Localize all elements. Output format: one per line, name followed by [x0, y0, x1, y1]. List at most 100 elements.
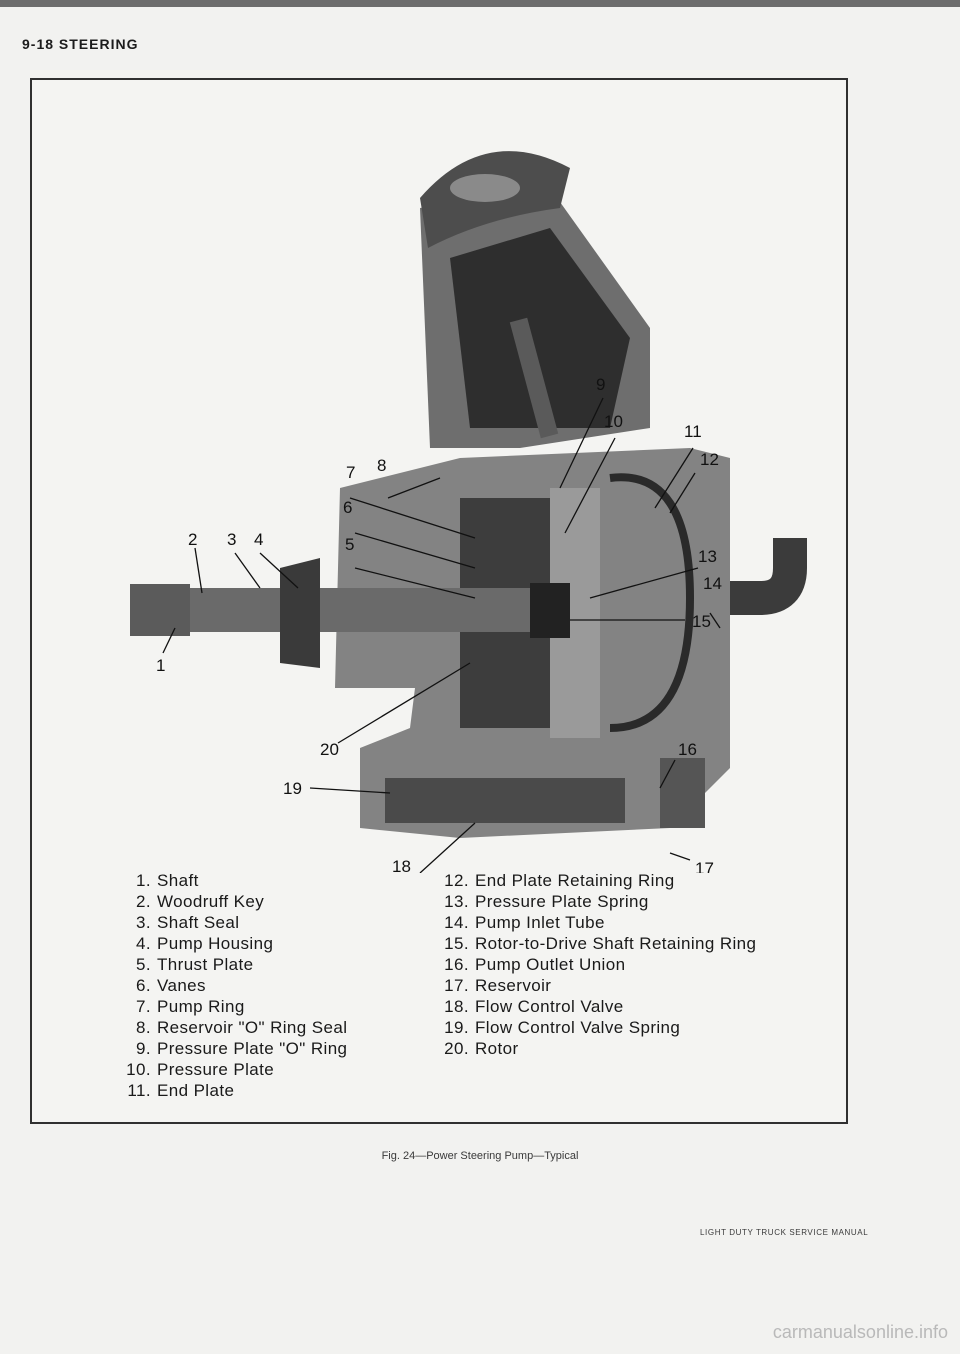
legend-number: 18.: [444, 997, 469, 1016]
legend-item: 14. Pump Inlet Tube: [435, 912, 765, 933]
rotor: [530, 583, 570, 638]
figure-frame: 1 2 3 4 5 6 7 8 9 10 11 12 13 14 15 16 1…: [30, 78, 848, 1124]
callout-4: 4: [254, 530, 263, 549]
legend-number: 2.: [136, 892, 151, 911]
legend-label: Vanes: [157, 976, 206, 995]
callout-15: 15: [692, 612, 711, 631]
page-header: 9-18 STEERING: [22, 36, 139, 52]
callout-3: 3: [227, 530, 236, 549]
legend-label: End Plate Retaining Ring: [475, 871, 675, 890]
flow-control-valve: [385, 778, 625, 823]
legend-item: 7. Pump Ring: [117, 996, 447, 1017]
legend-item: 8. Reservoir "O" Ring Seal: [117, 1017, 447, 1038]
legend-label: Thrust Plate: [157, 955, 254, 974]
legend-item: 20. Rotor: [435, 1038, 765, 1059]
legend-number: 13.: [444, 892, 469, 911]
callout-17: 17: [695, 859, 714, 873]
legend-item: 12. End Plate Retaining Ring: [435, 870, 765, 891]
legend-number: 4.: [136, 934, 151, 953]
top-rule: [0, 0, 960, 7]
legend-label: Rotor-to-Drive Shaft Retaining Ring: [475, 934, 757, 953]
legend-number: 15.: [444, 934, 469, 953]
legend-label: Flow Control Valve Spring: [475, 1018, 681, 1037]
callout-20: 20: [320, 740, 339, 759]
figure-caption: Fig. 24—Power Steering Pump—Typical: [381, 1150, 579, 1162]
callout-10: 10: [604, 412, 623, 431]
shaft: [130, 588, 560, 632]
legend-label: Pressure Plate Spring: [475, 892, 649, 911]
legend-label: Pump Outlet Union: [475, 955, 626, 974]
legend-number: 9.: [136, 1039, 151, 1058]
legend-item: 3. Shaft Seal: [117, 912, 447, 933]
legend-number: 17.: [444, 976, 469, 995]
legend-item: 4. Pump Housing: [117, 933, 447, 954]
legend-number: 1.: [136, 871, 151, 890]
legend-number: 8.: [136, 1018, 151, 1037]
legend-label: Reservoir "O" Ring Seal: [157, 1018, 348, 1037]
legend-number: 16.: [444, 955, 469, 974]
legend-label: Shaft: [157, 871, 199, 890]
legend-number: 12.: [444, 871, 469, 890]
legend-item: 15. Rotor-to-Drive Shaft Retaining Ring: [435, 933, 765, 954]
legend-item: 9. Pressure Plate "O" Ring: [117, 1038, 447, 1059]
callout-14: 14: [703, 574, 722, 593]
legend-label: Pump Ring: [157, 997, 245, 1016]
callout-1: 1: [156, 656, 165, 675]
legend-number: 10.: [126, 1060, 151, 1079]
inlet-tube: [730, 538, 807, 615]
legend-number: 14.: [444, 913, 469, 932]
outlet-union: [660, 758, 705, 828]
legend-label: Rotor: [475, 1039, 519, 1058]
legend-label: Pump Inlet Tube: [475, 913, 605, 932]
legend-item: 16. Pump Outlet Union: [435, 954, 765, 975]
legend-item: 11. End Plate: [117, 1080, 447, 1101]
legend-number: 11.: [127, 1081, 151, 1100]
parts-legend-right: 12. End Plate Retaining Ring 13. Pressure …: [435, 870, 765, 1059]
manual-title: LIGHT DUTY TRUCK SERVICE MANUAL: [700, 1228, 869, 1237]
legend-item: 13. Pressure Plate Spring: [435, 891, 765, 912]
legend-item: 18. Flow Control Valve: [435, 996, 765, 1017]
legend-item: 2. Woodruff Key: [117, 891, 447, 912]
legend-label: End Plate: [157, 1081, 235, 1100]
watermark-link[interactable]: carmanualsonline.info: [772, 1322, 948, 1342]
callout-16: 16: [678, 740, 697, 759]
parts-legend-left: 1. Shaft 2. Woodruff Key 3. Shaft Seal 4. Pu…: [117, 870, 447, 1101]
legend-label: Reservoir: [475, 976, 552, 995]
shaft-threads: [130, 584, 190, 636]
legend-label: Pressure Plate "O" Ring: [157, 1039, 348, 1058]
end-plate: [609, 473, 695, 732]
legend-label: Shaft Seal: [157, 913, 240, 932]
callout-2: 2: [188, 530, 197, 549]
legend-number: 3.: [136, 913, 151, 932]
seal-area: [280, 558, 320, 668]
legend-item: 19. Flow Control Valve Spring: [435, 1017, 765, 1038]
legend-item: 6. Vanes: [117, 975, 447, 996]
filler-tube: [509, 317, 559, 439]
legend-label: Pressure Plate: [157, 1060, 275, 1079]
callout-6: 6: [343, 498, 352, 517]
legend-label: Flow Control Valve: [475, 997, 624, 1016]
legend-item: 10. Pressure Plate: [117, 1059, 447, 1080]
legend-item: 17. Reservoir: [435, 975, 765, 996]
callout-7: 7: [346, 463, 355, 482]
reservoir-interior: [450, 228, 630, 428]
callout-19: 19: [283, 779, 302, 798]
leader-lines: [162, 397, 721, 873]
callout-9: 9: [596, 375, 605, 394]
legend-item: 1. Shaft: [117, 870, 447, 891]
legend-label: Pump Housing: [157, 934, 274, 953]
legend-label: Woodruff Key: [157, 892, 265, 911]
legend-item: 5. Thrust Plate: [117, 954, 447, 975]
callout-12: 12: [700, 450, 719, 469]
callout-18: 18: [392, 857, 411, 873]
legend-number: 6.: [136, 976, 151, 995]
power-steering-pump-illustration: 1 2 3 4 5 6 7 8 9 10 11 12 13 14 15 16 1…: [130, 151, 807, 873]
legend-number: 7.: [136, 997, 151, 1016]
legend-number: 20.: [444, 1039, 469, 1058]
legend-number: 5.: [136, 955, 151, 974]
callout-8: 8: [377, 456, 386, 475]
legend-number: 19.: [444, 1018, 469, 1037]
callout-labels: 1 2 3 4 5 6 7 8 9 10 11 12 13 14 15 16 1…: [156, 375, 722, 873]
callout-5: 5: [345, 535, 354, 554]
callout-11: 11: [684, 422, 702, 441]
